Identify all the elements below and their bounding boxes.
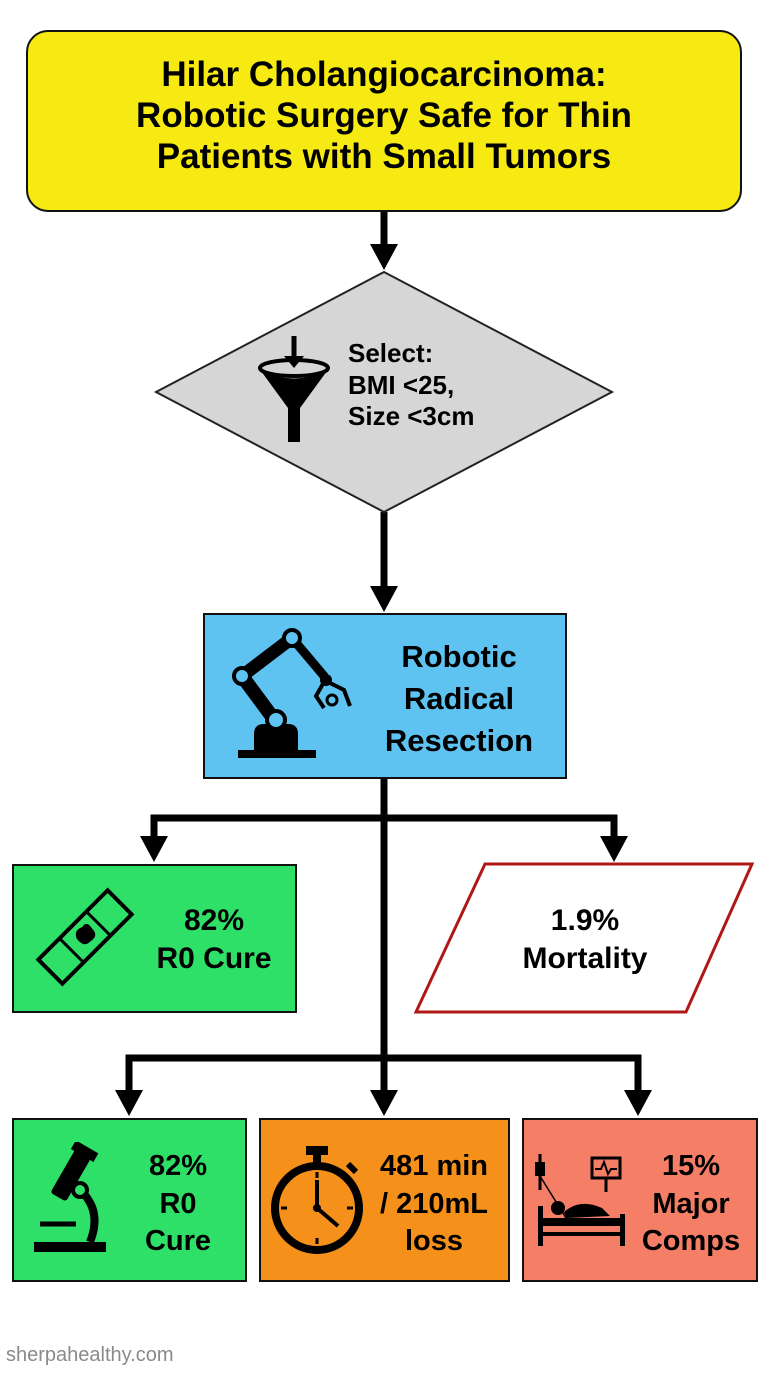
r0-top-line: 82% xyxy=(183,904,245,937)
selection-line: Select: xyxy=(348,338,434,368)
r0-bottom-line: 82% xyxy=(148,1150,208,1182)
r0-cure-bottom-box xyxy=(12,1118,247,1282)
title-line: Hilar Cholangiocarcinoma: xyxy=(161,55,607,94)
hospital-bed-icon xyxy=(535,1154,625,1246)
mortality-line: Mortality xyxy=(522,941,648,975)
stopwatch-icon xyxy=(271,1146,363,1254)
major-complications-box xyxy=(522,1118,758,1282)
funnel-icon xyxy=(258,336,330,442)
arrowhead-time xyxy=(370,1090,398,1116)
title-line: Patients with Small Tumors xyxy=(156,136,612,176)
mortality-line: 1.9% xyxy=(550,904,620,937)
arrowhead-select xyxy=(370,244,398,270)
title-line: Robotic Surgery Safe for Thin xyxy=(136,95,632,135)
selection-diamond xyxy=(153,270,615,514)
r0-top-line: R0 Cure xyxy=(156,941,272,975)
arrowhead-robotic xyxy=(370,586,398,612)
comp-line: Major xyxy=(652,1187,730,1220)
operative-time-label: 481 min / 210mL loss xyxy=(366,1148,502,1261)
mortality-label: 1.9% Mortality xyxy=(490,902,680,978)
robot-arm-icon xyxy=(232,628,352,758)
procedure-line: Resection xyxy=(384,722,534,758)
title-text: Hilar Cholangiocarcinoma: Robotic Surger… xyxy=(26,55,742,178)
comp-line: 15% xyxy=(661,1150,721,1182)
arrowhead-r0-bottom xyxy=(115,1090,143,1116)
microscope-icon xyxy=(34,1142,106,1252)
r0-bottom-line: Cure xyxy=(144,1225,212,1258)
connector-branch-top xyxy=(150,814,618,838)
connector-branch-bottom xyxy=(125,1054,642,1090)
selection-line: Size <3cm xyxy=(348,401,475,432)
footer-watermark: sherpahealthy.com xyxy=(6,1344,174,1366)
procedure-line: Radical xyxy=(403,680,515,716)
mortality-parallelogram xyxy=(413,862,755,1014)
time-line: loss xyxy=(404,1225,464,1258)
arrowhead-mortality xyxy=(600,836,628,862)
time-line: / 210mL xyxy=(380,1187,488,1220)
r0-bottom-line: R0 xyxy=(159,1187,197,1220)
robotic-resection-label: Robotic Radical Resection xyxy=(372,636,546,762)
procedure-line: Robotic xyxy=(401,639,517,674)
r0-cure-top-label: 82% R0 Cure xyxy=(144,902,284,978)
title-box xyxy=(26,30,742,212)
selection-line: BMI <25, xyxy=(348,369,455,400)
major-complications-label: 15% Major Comps xyxy=(632,1148,750,1261)
selection-criteria: Select: BMI <25, Size <3cm xyxy=(348,338,474,433)
arrowhead-r0-top xyxy=(140,836,168,862)
time-line: 481 min xyxy=(380,1150,488,1182)
arrowhead-complications xyxy=(624,1090,652,1116)
specimen-slide-icon xyxy=(35,887,135,987)
r0-cure-bottom-label: 82% R0 Cure xyxy=(130,1148,226,1261)
comp-line: Comps xyxy=(641,1225,741,1258)
